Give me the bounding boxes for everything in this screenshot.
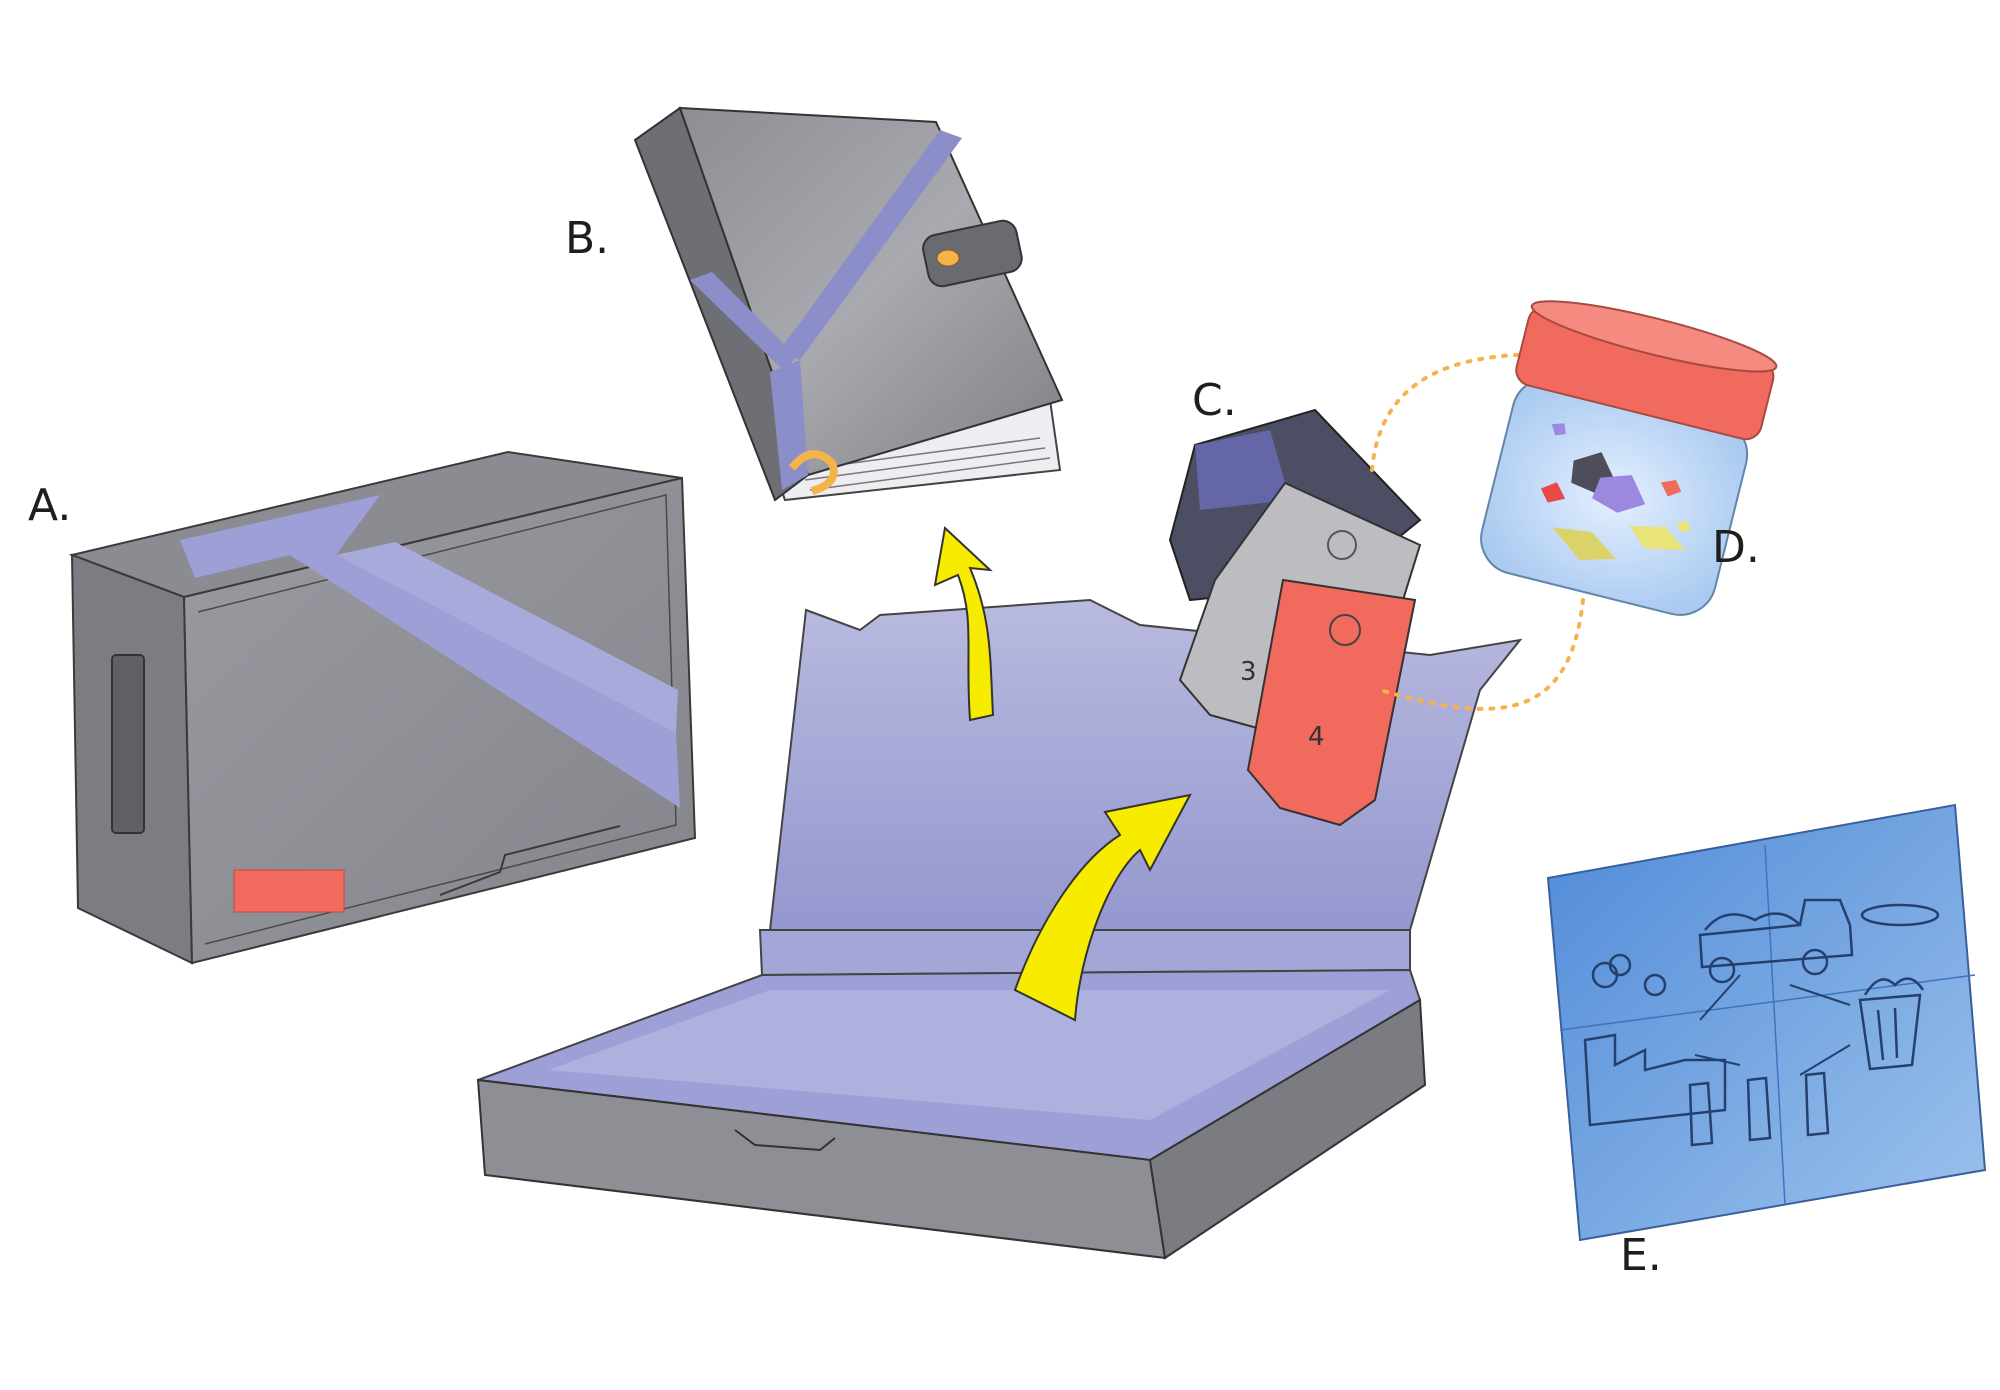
- open-box: [476, 598, 1523, 1260]
- binder-clasp: [922, 219, 1023, 288]
- binder-ring: [788, 450, 838, 495]
- open-box-lid: [768, 598, 1523, 931]
- label-b: B.: [565, 213, 609, 264]
- bottles-sketch: [1688, 1071, 1830, 1147]
- trash-bin-sketch: [1858, 977, 1925, 1071]
- tag-card-red-number: 4: [1308, 722, 1325, 752]
- curved-arrow: [1013, 793, 1192, 1022]
- closed-box-handle-slot: [111, 654, 145, 834]
- closed-box-strap-top: [180, 517, 290, 578]
- truck-sketch: [1698, 898, 1854, 984]
- label-d: D.: [1712, 522, 1760, 573]
- recycling-map: [1546, 803, 1987, 1242]
- label-c: C.: [1192, 375, 1237, 426]
- sample-jar: [1480, 300, 1778, 616]
- closed-box-front: [182, 476, 697, 965]
- recycling-map-sheet: [1546, 803, 1987, 1242]
- binder: [633, 106, 1064, 502]
- tag-cards: 3 4: [1168, 408, 1422, 827]
- open-box-side: [1148, 998, 1427, 1260]
- label-e: E.: [1620, 1230, 1662, 1281]
- up-arrow: [933, 526, 995, 722]
- factory-sketch: [1583, 953, 1727, 1127]
- tag-card-red: [1246, 578, 1417, 827]
- closed-box-red-label: [233, 869, 345, 913]
- label-a: A.: [28, 480, 71, 531]
- closed-box-strap-front: [290, 555, 680, 808]
- tag-card-grey-number: 3: [1240, 657, 1257, 687]
- closed-box: [68, 450, 697, 965]
